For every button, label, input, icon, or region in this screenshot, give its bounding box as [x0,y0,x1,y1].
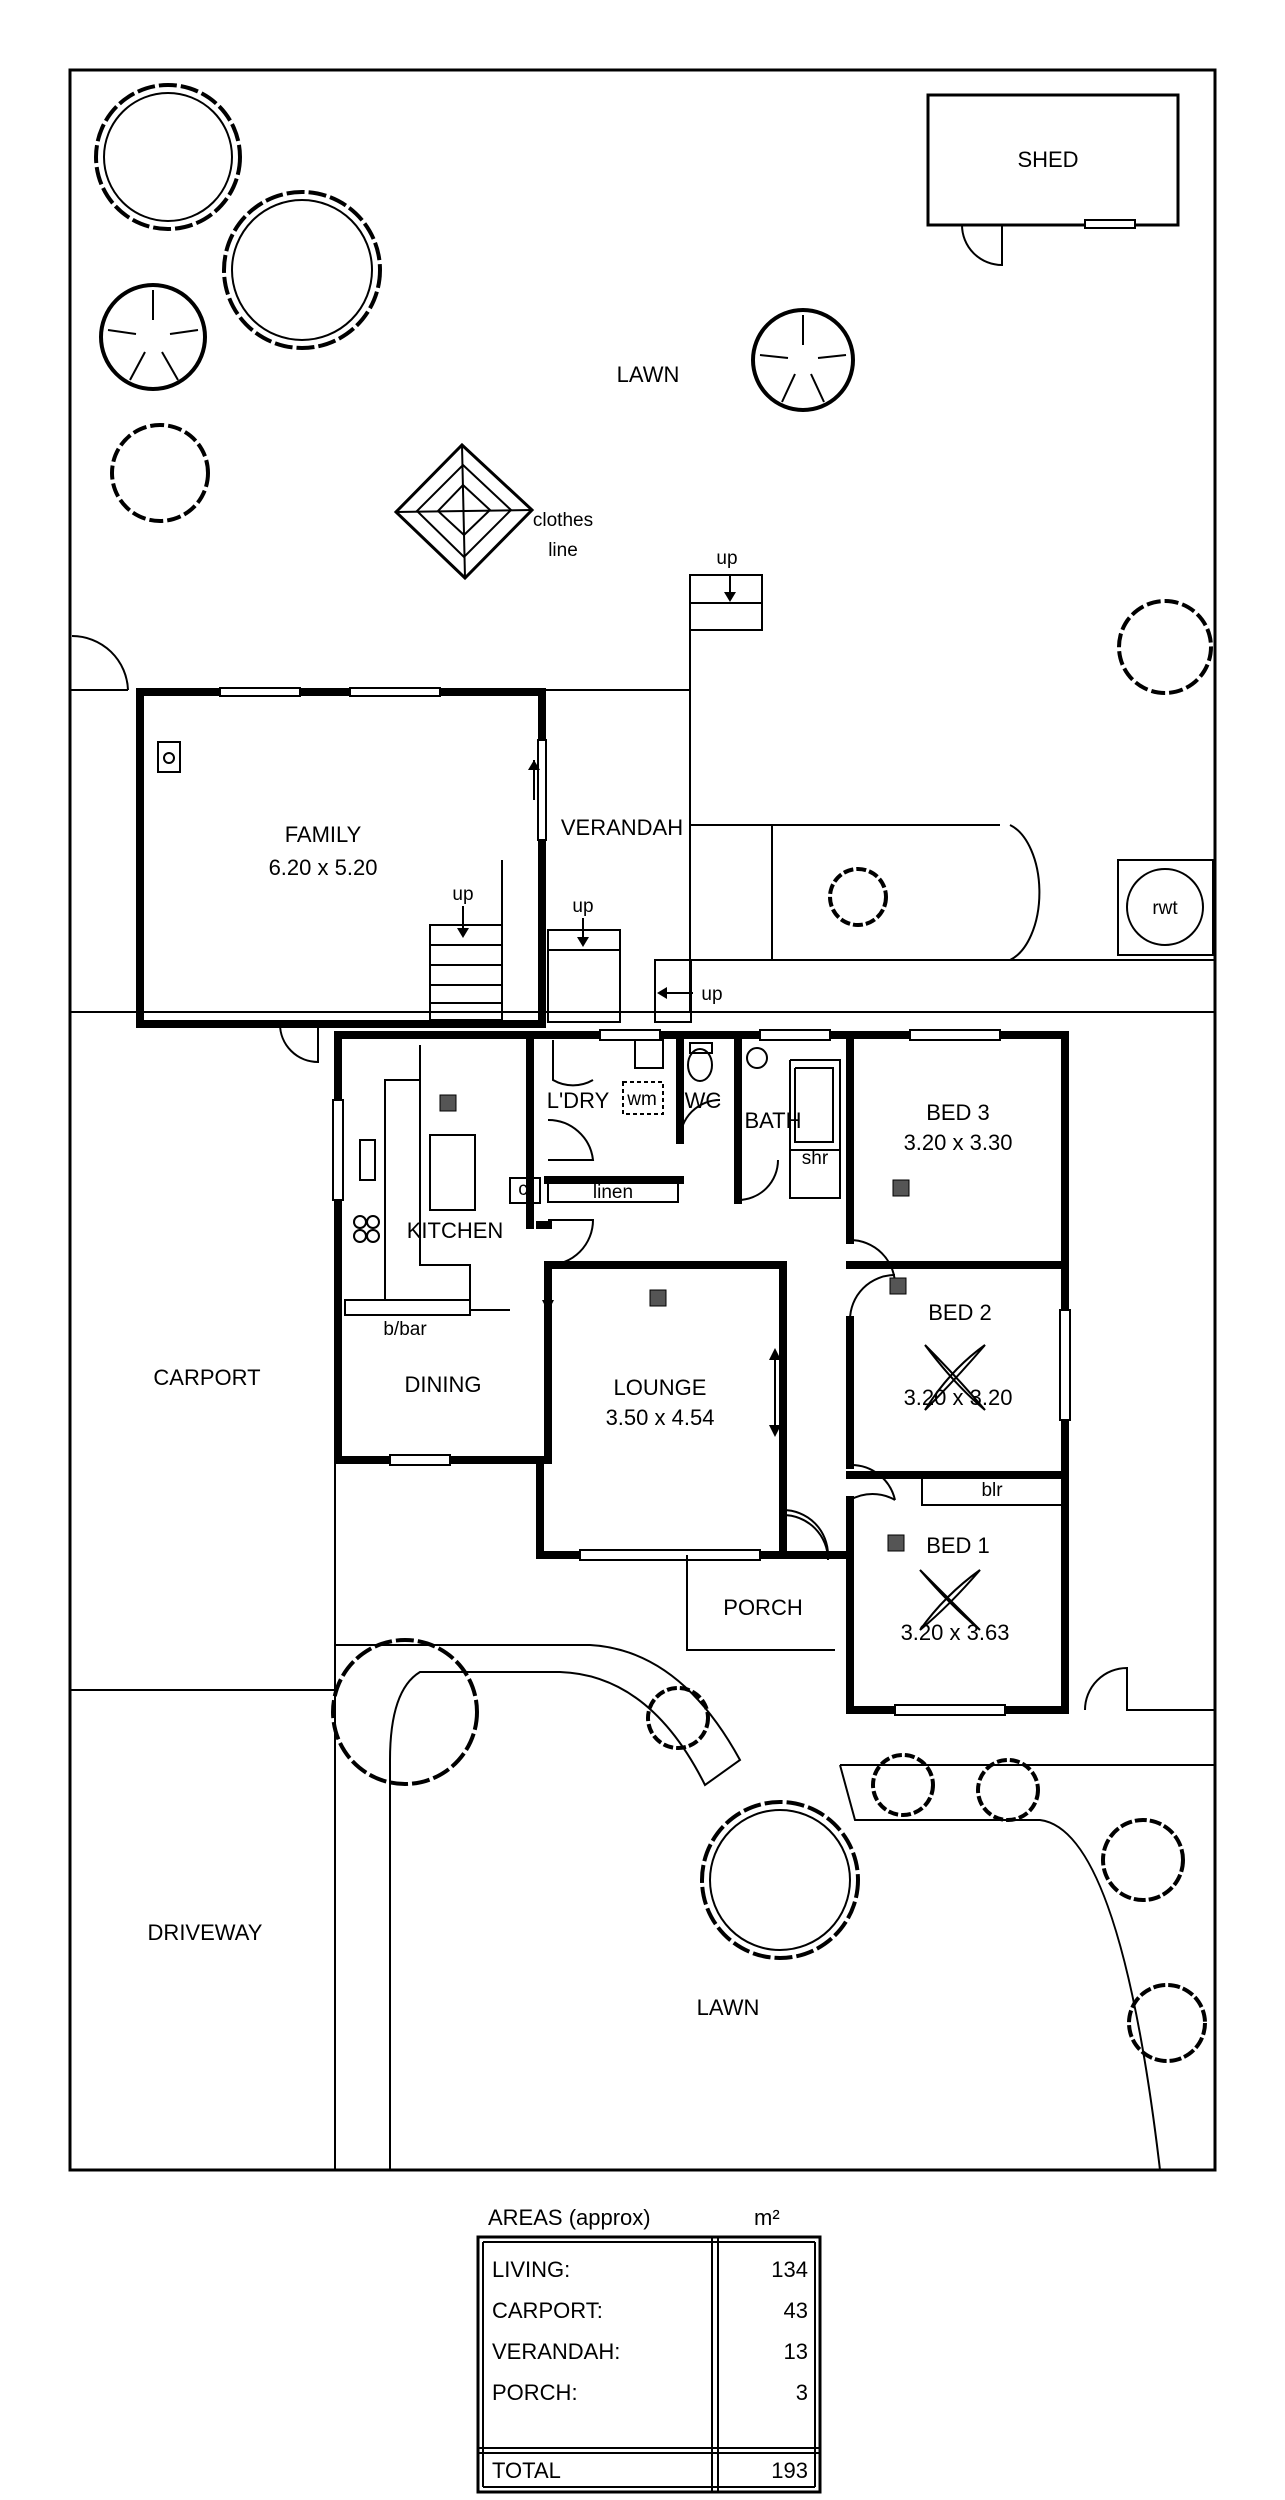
driveway-label: DRIVEWAY [148,1920,263,1945]
window-bath [759,1029,831,1041]
window-bed3 [909,1029,1001,1041]
bbar-label: b/bar [383,1319,427,1340]
vent-bed1 [887,1534,905,1552]
areas-row-value: 13 [784,2339,808,2364]
laundry-label: L'DRY [547,1088,610,1113]
areas-total-label: TOTAL [492,2458,561,2483]
clothes-line: clothes line [393,442,593,581]
door-swings [542,1219,896,1561]
up-label-laundry: up [572,896,593,917]
verandah-label: VERANDAH [561,815,683,840]
c-label: c [518,1179,528,1200]
wc-fixtures [679,1042,721,1141]
up-label-family: up [452,884,473,905]
tree-1 [94,83,242,231]
window-bed2 [1059,1309,1071,1421]
vent-bed2 [889,1277,907,1295]
bed3-dims: 3.20 x 3.30 [904,1130,1013,1155]
family-room: FAMILY 6.20 x 5.20 [136,687,547,1064]
vent-lounge [649,1289,667,1307]
tree-9 [646,1686,710,1750]
tree-13 [1101,1818,1185,1902]
areas-row-value: 43 [784,2298,808,2323]
tree-14 [1127,1983,1207,2063]
areas-total-value: 193 [771,2458,808,2483]
verandah: VERANDAH [70,630,1215,1013]
tree-7 [828,867,888,927]
shed-label: SHED [1017,147,1078,172]
up-label-wc: up [701,984,722,1005]
window-kitchen [332,1099,344,1201]
tree-10 [700,1800,860,1960]
bed2-label: BED 2 [928,1300,992,1325]
porch [686,1508,835,1651]
areas-row-label: LIVING: [492,2257,570,2282]
vent-bed3 [892,1179,910,1197]
shed: SHED [926,93,1180,267]
tree-5 [751,308,855,412]
shr-label: shr [802,1148,829,1169]
wc-label: WC [685,1088,722,1113]
tree-11 [871,1753,935,1817]
areas-row-label: CARPORT: [492,2298,603,2323]
porch-label: PORCH [723,1595,802,1620]
bed1-label: BED 1 [926,1533,990,1558]
rainwater-tank: rwt [1117,859,1214,956]
carport-label: CARPORT [153,1365,260,1390]
tree-2 [222,190,382,350]
areas-row-label: PORCH: [492,2380,578,2405]
bath-label: BATH [744,1108,801,1133]
clothes-line-label-1: clothes [533,510,593,531]
up-label-top: up [716,548,737,569]
tree-12 [976,1758,1040,1822]
family-dims: 6.20 x 5.20 [269,855,378,880]
tree-6 [1117,599,1213,695]
bed2-dims: 3.20 x 3.20 [904,1385,1013,1410]
lounge-label: LOUNGE [614,1375,707,1400]
kitchen-fixtures [344,1045,510,1316]
rwt-label: rwt [1152,898,1178,919]
lawn-top-label: LAWN [617,362,680,387]
window-laundry [599,1029,661,1041]
bed1-dims: 3.20 x 3.63 [901,1620,1010,1645]
areas-row-value: 3 [796,2380,808,2405]
areas-row-value: 134 [771,2257,808,2282]
areas-row-label: VERANDAH: [492,2339,620,2364]
dining-label: DINING [405,1372,482,1397]
blr [921,1474,1063,1506]
site-boundary [68,68,1217,2172]
gate-right [1084,1666,1215,1711]
linen-label: linen [593,1182,633,1203]
areas-unit: m² [754,2205,780,2230]
bed3-label: BED 3 [926,1100,990,1125]
steps-top: up [689,548,763,631]
window-bed1 [894,1704,1006,1716]
garden-paths [335,1644,1215,2171]
wm-label: wm [626,1089,657,1110]
fan-bed1 [919,1569,981,1631]
bath-fixtures [737,1047,841,1201]
tree-8 [331,1638,479,1786]
areas-title: AREAS (approx) [488,2205,651,2230]
steps-wc: up [654,959,723,1023]
laundry-fixtures [547,1039,664,1161]
blr-label: blr [981,1480,1003,1501]
lawn-bottom-label: LAWN [697,1995,760,2020]
window-lounge [579,1549,761,1561]
tree-3 [99,283,207,391]
steps-laundry: up [547,896,621,1023]
fan-bed2 [924,1344,986,1411]
tree-4 [110,423,210,523]
family-label: FAMILY [285,822,362,847]
clothes-line-label-2: line [548,540,578,561]
kitchen-label: KITCHEN [407,1218,504,1243]
gate-left [70,635,129,691]
areas-table: AREAS (approx) m² LIVING: 134 CARPORT: 4… [476,2205,822,2494]
steps-family: up [429,860,503,1021]
window-dining [389,1454,451,1466]
lounge-dims: 3.50 x 4.54 [606,1405,715,1430]
